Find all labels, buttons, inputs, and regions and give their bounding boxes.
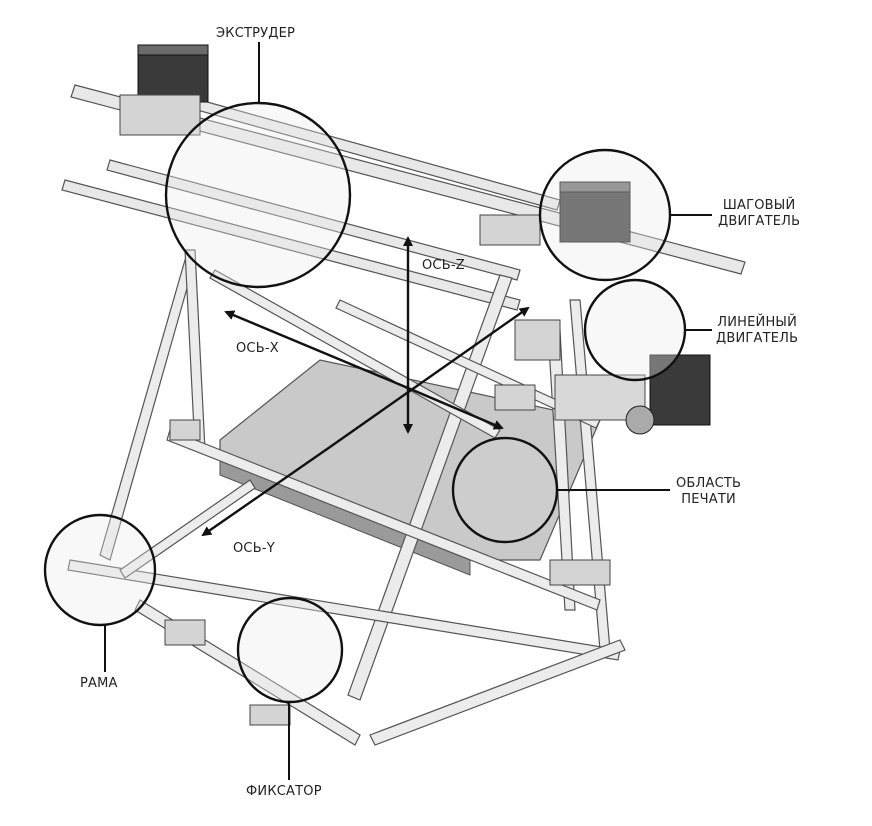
callout-frame xyxy=(43,513,157,627)
axis-x-arrow-right xyxy=(407,386,504,430)
label-stepper-motor: ШАГОВЫЙ ДВИГАТЕЛЬ xyxy=(718,198,800,230)
label-frame: РАМА xyxy=(80,676,118,691)
callout-stepper-motor xyxy=(538,148,672,282)
callout-extruder xyxy=(164,101,352,289)
motor-right xyxy=(554,354,711,435)
axis-y-arrow-downleft xyxy=(201,446,331,537)
x-carriage xyxy=(119,94,611,726)
frame-rods xyxy=(67,249,626,746)
leader-lines xyxy=(104,42,712,780)
label-print-area: ОБЛАСТЬ ПЕЧАТИ xyxy=(676,476,741,508)
axis-x-arrow-left xyxy=(224,310,409,390)
label-clamp: ФИКСАТОР xyxy=(246,784,322,799)
callout-clamp xyxy=(236,596,344,704)
axis-arrows xyxy=(201,236,530,537)
label-axis-y: ОСЬ-Y xyxy=(233,541,275,556)
label-print-area-line1: ОБЛАСТЬ xyxy=(676,476,742,491)
axis-y-arrow-upright xyxy=(329,306,530,448)
label-axis-z: ОСЬ-Z xyxy=(422,258,465,273)
label-print-area-line2: ПЕЧАТИ xyxy=(681,492,736,507)
callout-linear-motor xyxy=(583,278,687,382)
label-stepper-motor-line1: ШАГОВЫЙ xyxy=(722,198,796,213)
motor-top-right xyxy=(559,181,631,243)
motor-top-left xyxy=(137,44,209,103)
label-linear-motor: ЛИНЕЙНЫЙ ДВИГАТЕЛЬ xyxy=(716,315,798,347)
label-stepper-motor-line2: ДВИГАТЕЛЬ xyxy=(718,214,801,229)
label-axis-x: ОСЬ-X xyxy=(236,341,279,356)
label-extruder: ЭКСТРУДЕР xyxy=(216,26,296,41)
label-linear-motor-line2: ДВИГАТЕЛЬ xyxy=(716,331,799,346)
callout-circles xyxy=(43,101,687,704)
label-linear-motor-line1: ЛИНЕЙНЫЙ xyxy=(717,315,798,330)
callout-print-area xyxy=(451,436,559,544)
